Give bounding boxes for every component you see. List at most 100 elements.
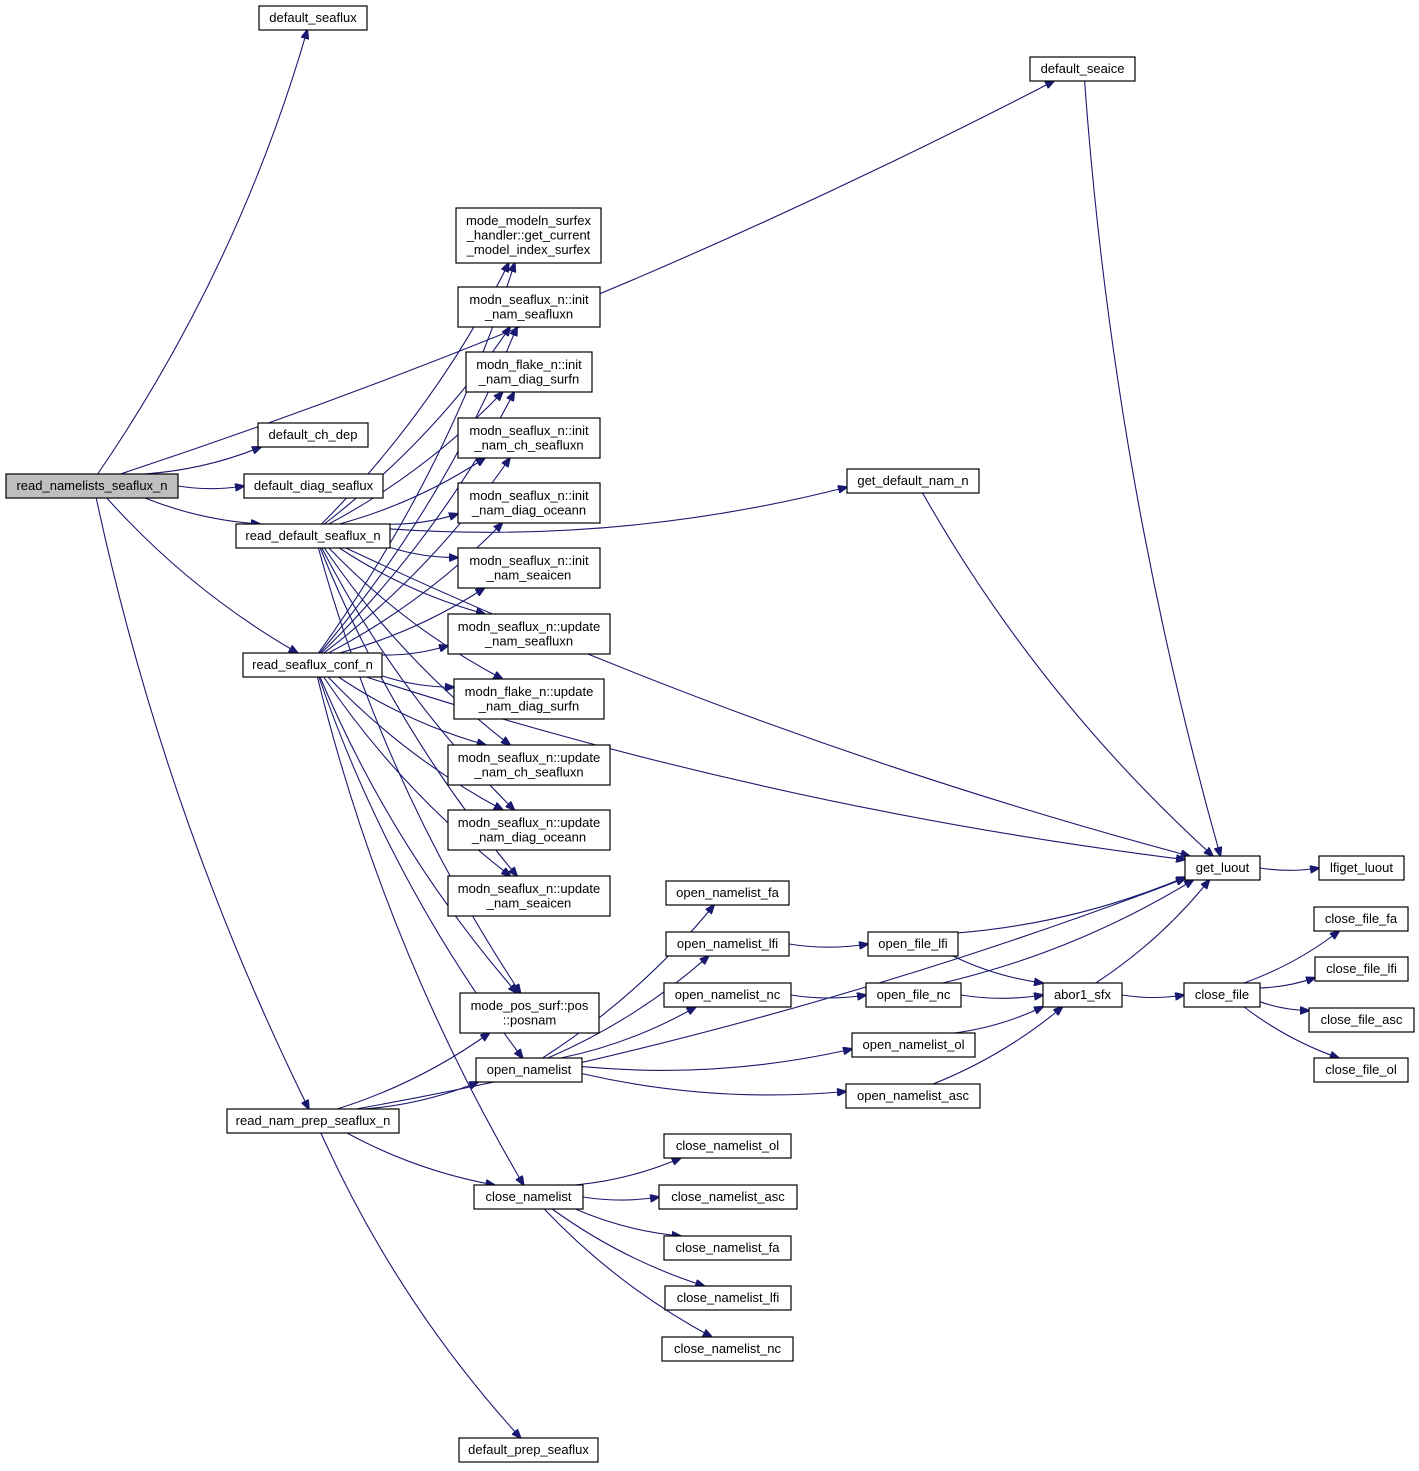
node-close_namelist_fa[interactable]: close_namelist_fa — [663, 1235, 792, 1261]
node-box[interactable] — [664, 1285, 792, 1311]
node-update_nam_diag_oceann[interactable]: modn_seaflux_n::update_nam_diag_oceann — [447, 809, 611, 851]
node-box[interactable] — [258, 5, 368, 31]
node-open_namelist[interactable]: open_namelist — [475, 1057, 583, 1083]
node-label: default_ch_dep — [269, 427, 358, 442]
node-box[interactable] — [257, 422, 369, 448]
edge-open_file_lfi-to-get_luout — [957, 877, 1185, 934]
node-box[interactable] — [661, 1336, 794, 1362]
node-open_file_nc[interactable]: open_file_nc — [865, 982, 962, 1008]
node-read_default_seaflux_n[interactable]: read_default_seaflux_n — [235, 523, 391, 549]
node-box[interactable] — [459, 992, 600, 1034]
node-box[interactable] — [663, 982, 792, 1008]
edge-close_namelist-to-close_namelist_asc — [582, 1197, 659, 1200]
node-init_nam_diag_oceann[interactable]: modn_seaflux_n::init_nam_diag_oceann — [457, 482, 601, 524]
node-box[interactable] — [665, 880, 790, 906]
node-update_nam_ch_seafluxn[interactable]: modn_seaflux_n::update_nam_ch_seafluxn — [447, 744, 611, 786]
node-box[interactable] — [665, 931, 790, 957]
node-box[interactable] — [1318, 855, 1405, 881]
node-box[interactable] — [473, 1184, 584, 1210]
node-default_prep_seaflux[interactable]: default_prep_seaflux — [458, 1437, 599, 1463]
node-box[interactable] — [663, 1133, 792, 1159]
node-box[interactable] — [663, 1235, 792, 1261]
node-label: default_seaice — [1041, 61, 1125, 76]
node-box[interactable] — [455, 207, 602, 264]
node-box[interactable] — [1029, 56, 1136, 82]
edge-close_file-to-close_file_asc — [1259, 1001, 1309, 1011]
node-open_file_lfi[interactable]: open_file_lfi — [867, 931, 959, 957]
node-box[interactable] — [447, 875, 611, 917]
node-box[interactable] — [242, 652, 383, 678]
node-box[interactable] — [1313, 1057, 1409, 1083]
node-box[interactable] — [457, 286, 601, 328]
node-mode_modeln_surfex_handler[interactable]: mode_modeln_surfex_handler::get_current_… — [455, 207, 602, 264]
node-read_nam_prep_seaflux_n[interactable]: read_nam_prep_seaflux_n — [226, 1108, 400, 1134]
node-get_default_nam_n[interactable]: get_default_nam_n — [846, 468, 980, 494]
node-abor1_sfx[interactable]: abor1_sfx — [1042, 982, 1123, 1008]
node-close_namelist_ol[interactable]: close_namelist_ol — [663, 1133, 792, 1159]
node-close_file_ol[interactable]: close_file_ol — [1313, 1057, 1409, 1083]
node-init_nam_seafluxn[interactable]: modn_seaflux_n::init_nam_seafluxn — [457, 286, 601, 328]
node-box[interactable] — [1184, 855, 1261, 881]
node-box[interactable] — [1308, 1007, 1415, 1033]
node-box[interactable] — [851, 1032, 976, 1058]
node-label: modn_flake_n::init — [476, 357, 582, 372]
node-box[interactable] — [457, 547, 601, 589]
node-close_namelist[interactable]: close_namelist — [473, 1184, 584, 1210]
node-layer: read_namelists_seaflux_n default_seafluxd… — [5, 5, 1415, 1463]
node-mode_pos_surf[interactable]: mode_pos_surf::pos::posnam — [459, 992, 600, 1034]
node-open_namelist_ol[interactable]: open_namelist_ol — [851, 1032, 976, 1058]
node-box[interactable] — [1042, 982, 1123, 1008]
node-box[interactable] — [1314, 956, 1409, 982]
node-update_nam_diag_surfn[interactable]: modn_flake_n::update_nam_diag_surfn — [453, 678, 605, 720]
node-box[interactable] — [867, 931, 959, 957]
node-box[interactable] — [447, 809, 611, 851]
node-update_nam_seafluxn[interactable]: modn_seaflux_n::update_nam_seafluxn — [447, 613, 611, 655]
node-close_file_fa[interactable]: close_file_fa — [1313, 906, 1409, 932]
node-default_diag_seaflux[interactable]: default_diag_seaflux — [243, 473, 384, 499]
node-box[interactable] — [845, 1083, 981, 1109]
node-box[interactable] — [235, 523, 391, 549]
node-close_namelist_lfi[interactable]: close_namelist_lfi — [664, 1285, 792, 1311]
node-box[interactable] — [447, 744, 611, 786]
node-box[interactable] — [457, 482, 601, 524]
node-open_namelist_lfi[interactable]: open_namelist_lfi — [665, 931, 790, 957]
node-lfiget_luout[interactable]: lfiget_luout — [1318, 855, 1405, 881]
node-default_seaflux[interactable]: default_seaflux — [258, 5, 368, 31]
node-box[interactable] — [465, 351, 593, 393]
node-box[interactable] — [865, 982, 962, 1008]
node-box[interactable] — [447, 613, 611, 655]
node-open_namelist_nc[interactable]: open_namelist_nc — [663, 982, 792, 1008]
node-init_nam_ch_seafluxn[interactable]: modn_seaflux_n::init_nam_ch_seafluxn — [457, 417, 601, 459]
node-box[interactable] — [453, 678, 605, 720]
node-box[interactable] — [243, 473, 384, 499]
node-box[interactable] — [457, 417, 601, 459]
node-open_namelist_fa[interactable]: open_namelist_fa — [665, 880, 790, 906]
node-box[interactable] — [458, 1437, 599, 1463]
node-read_seaflux_conf_n[interactable]: read_seaflux_conf_n — [242, 652, 383, 678]
node-label: modn_seaflux_n::update — [458, 815, 600, 830]
node-default_seaice[interactable]: default_seaice — [1029, 56, 1136, 82]
node-close_file[interactable]: close_file — [1183, 982, 1261, 1008]
node-label: close_namelist_fa — [675, 1240, 780, 1255]
node-close_namelist_nc[interactable]: close_namelist_nc — [661, 1336, 794, 1362]
node-init_nam_diag_surfn[interactable]: modn_flake_n::init_nam_diag_surfn — [465, 351, 593, 393]
node-open_namelist_asc[interactable]: open_namelist_asc — [845, 1083, 981, 1109]
node-box[interactable] — [5, 473, 179, 499]
node-close_namelist_asc[interactable]: close_namelist_asc — [658, 1184, 798, 1210]
node-get_luout[interactable]: get_luout — [1184, 855, 1261, 881]
node-box[interactable] — [846, 468, 980, 494]
node-box[interactable] — [658, 1184, 798, 1210]
node-box[interactable] — [226, 1108, 400, 1134]
edge-close_namelist-to-close_namelist_lfi — [551, 1208, 704, 1286]
node-default_ch_dep[interactable]: default_ch_dep — [257, 422, 369, 448]
node-box[interactable] — [1183, 982, 1261, 1008]
node-close_file_asc[interactable]: close_file_asc — [1308, 1007, 1415, 1033]
edge-read_seaflux_conf_n-to-close_namelist — [316, 676, 523, 1185]
node-read_namelists_seaflux_n[interactable]: read_namelists_seaflux_n — [5, 473, 179, 499]
node-update_nam_seaicen[interactable]: modn_seaflux_n::update_nam_seaicen — [447, 875, 611, 917]
edge-open_namelist_ol-to-abor1_sfx — [954, 1007, 1043, 1034]
node-box[interactable] — [1313, 906, 1409, 932]
node-close_file_lfi[interactable]: close_file_lfi — [1314, 956, 1409, 982]
node-init_nam_seaicen[interactable]: modn_seaflux_n::init_nam_seaicen — [457, 547, 601, 589]
node-box[interactable] — [475, 1057, 583, 1083]
